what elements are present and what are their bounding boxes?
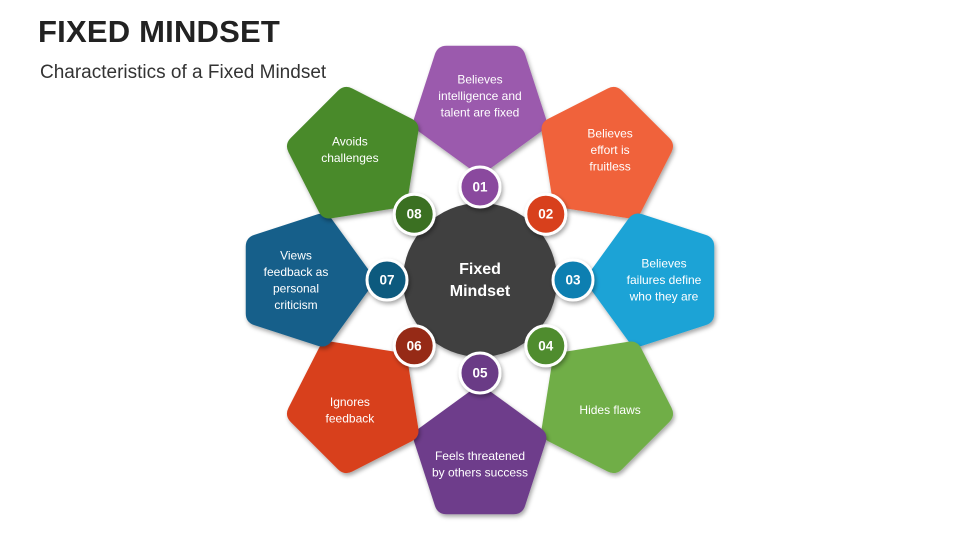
badge-05-number: 05 xyxy=(472,366,488,381)
badge-08-number: 08 xyxy=(407,207,423,222)
center-circle xyxy=(403,203,557,357)
petal-03 xyxy=(586,213,715,347)
petal-02 xyxy=(541,86,674,219)
petal-01-label-line: intelligence and xyxy=(438,89,521,103)
petal-04-label-line: Hides flaws xyxy=(579,403,640,417)
petal-08-label-line: challenges xyxy=(321,151,378,165)
badge-03 xyxy=(551,258,595,302)
petal-03-label-line: Believes xyxy=(641,257,686,271)
petal-07-label-line: personal xyxy=(273,281,319,295)
badge-01 xyxy=(458,165,502,209)
petal-01 xyxy=(413,45,547,174)
petal-02-label-line: Believes xyxy=(587,126,632,140)
petal-05-label-line: Feels threatened xyxy=(435,449,525,463)
center-label-line-1: Fixed xyxy=(459,261,501,278)
badge-01-number: 01 xyxy=(472,180,488,195)
petal-08 xyxy=(286,86,419,219)
petal-05 xyxy=(413,386,547,515)
badge-04-number: 04 xyxy=(538,338,554,353)
badge-06 xyxy=(392,324,436,368)
petal-07-label-line: criticism xyxy=(274,298,317,312)
badge-07-number: 07 xyxy=(379,273,394,288)
petal-07 xyxy=(245,213,374,347)
badge-08 xyxy=(392,192,436,236)
petal-08-label-line: Avoids xyxy=(332,135,368,149)
badge-02 xyxy=(524,192,568,236)
badge-02-number: 02 xyxy=(538,207,553,222)
badge-06-number: 06 xyxy=(407,338,423,353)
badge-07 xyxy=(365,258,409,302)
center-label-line-2: Mindset xyxy=(450,283,511,300)
center-hub: Fixed Mindset xyxy=(403,203,557,357)
petal-03-label-line: failures define xyxy=(627,273,702,287)
petal-07-label-line: feedback as xyxy=(264,265,329,279)
badge-05 xyxy=(458,351,502,395)
petal-05-label-line: by others success xyxy=(432,465,528,479)
petal-01-label-line: Believes xyxy=(457,73,502,87)
badge-03-number: 03 xyxy=(565,273,581,288)
badge-group: 01 02 03 04 05 06 07 08 xyxy=(365,165,595,395)
petal-06-label-line: Ignores xyxy=(330,395,370,409)
petal-02-label-line: fruitless xyxy=(589,159,630,173)
petal-06 xyxy=(286,341,419,474)
slide-subtitle: Characteristics of a Fixed Mindset xyxy=(40,62,327,83)
petal-04 xyxy=(541,341,674,474)
petal-03-label-line: who they are xyxy=(629,290,699,304)
petal-07-label-line: Views xyxy=(280,248,312,262)
petal-01-label-line: talent are fixed xyxy=(441,106,520,120)
petal-06-label-line: feedback xyxy=(326,411,376,425)
badge-04 xyxy=(524,324,568,368)
petal-02-label-line: effort is xyxy=(591,143,630,157)
petal-group: Believes intelligence and talent are fixed… xyxy=(245,45,715,515)
slide-title: FIXED MINDSET xyxy=(38,14,281,49)
